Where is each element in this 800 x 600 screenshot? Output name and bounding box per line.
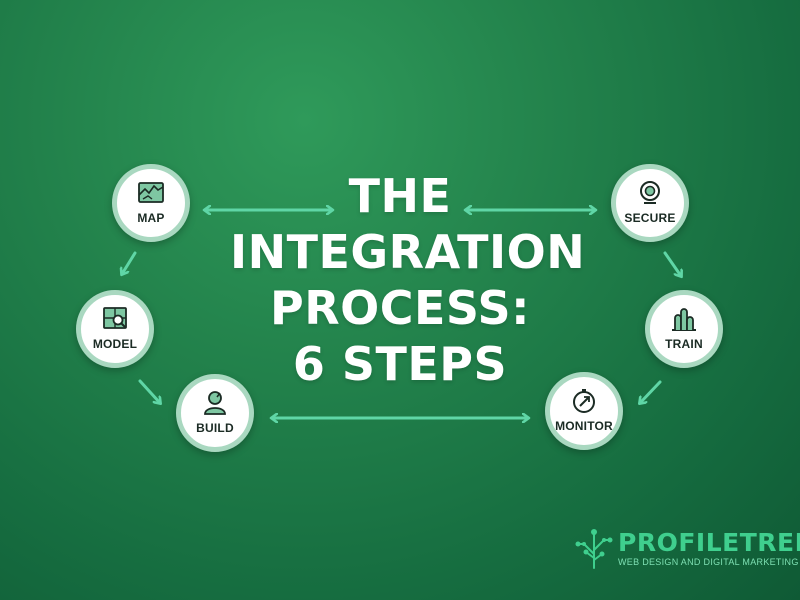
step-model: MODEL bbox=[76, 290, 154, 368]
title-line-3: PROCESS: bbox=[269, 281, 530, 335]
person-icon bbox=[204, 390, 226, 415]
title-line-1: THE bbox=[348, 169, 452, 223]
map-icon bbox=[138, 181, 164, 203]
step-monitor: MONITOR bbox=[545, 372, 623, 450]
building-icon bbox=[672, 307, 696, 331]
circuit-tree-icon bbox=[575, 529, 613, 569]
step-train: TRAIN bbox=[645, 290, 723, 368]
profiletree-logo: PROFILETREE WEB DESIGN AND DIGITAL MARKE… bbox=[574, 526, 800, 570]
camera-lens-icon bbox=[640, 180, 660, 204]
model-icon bbox=[103, 306, 127, 329]
arrow-model-build bbox=[138, 379, 160, 403]
main-title: THE INTEGRATION PROCESS: 6 STEPS bbox=[230, 168, 586, 392]
step-label: BUILD bbox=[196, 420, 234, 435]
step-label: SECURE bbox=[624, 210, 676, 225]
step-label: MAP bbox=[137, 210, 165, 225]
brand-tagline: WEB DESIGN AND DIGITAL MARKETING bbox=[618, 556, 799, 567]
step-secure: SECURE bbox=[611, 164, 689, 242]
step-label: MODEL bbox=[92, 336, 138, 351]
step-label: MONITOR bbox=[555, 418, 613, 433]
title-line-4: 6 STEPS bbox=[292, 337, 508, 391]
title-line-2: INTEGRATION bbox=[230, 225, 586, 279]
arrow-map-model bbox=[122, 251, 137, 274]
brand-name: PROFILETREE bbox=[618, 527, 800, 557]
step-map: MAP bbox=[112, 164, 190, 242]
step-build: BUILD bbox=[176, 374, 254, 452]
step-label: TRAIN bbox=[665, 336, 703, 351]
compass-gauge-icon bbox=[573, 388, 595, 413]
arrow-secure-train bbox=[663, 251, 681, 276]
arrow-train-monitor bbox=[640, 380, 662, 403]
